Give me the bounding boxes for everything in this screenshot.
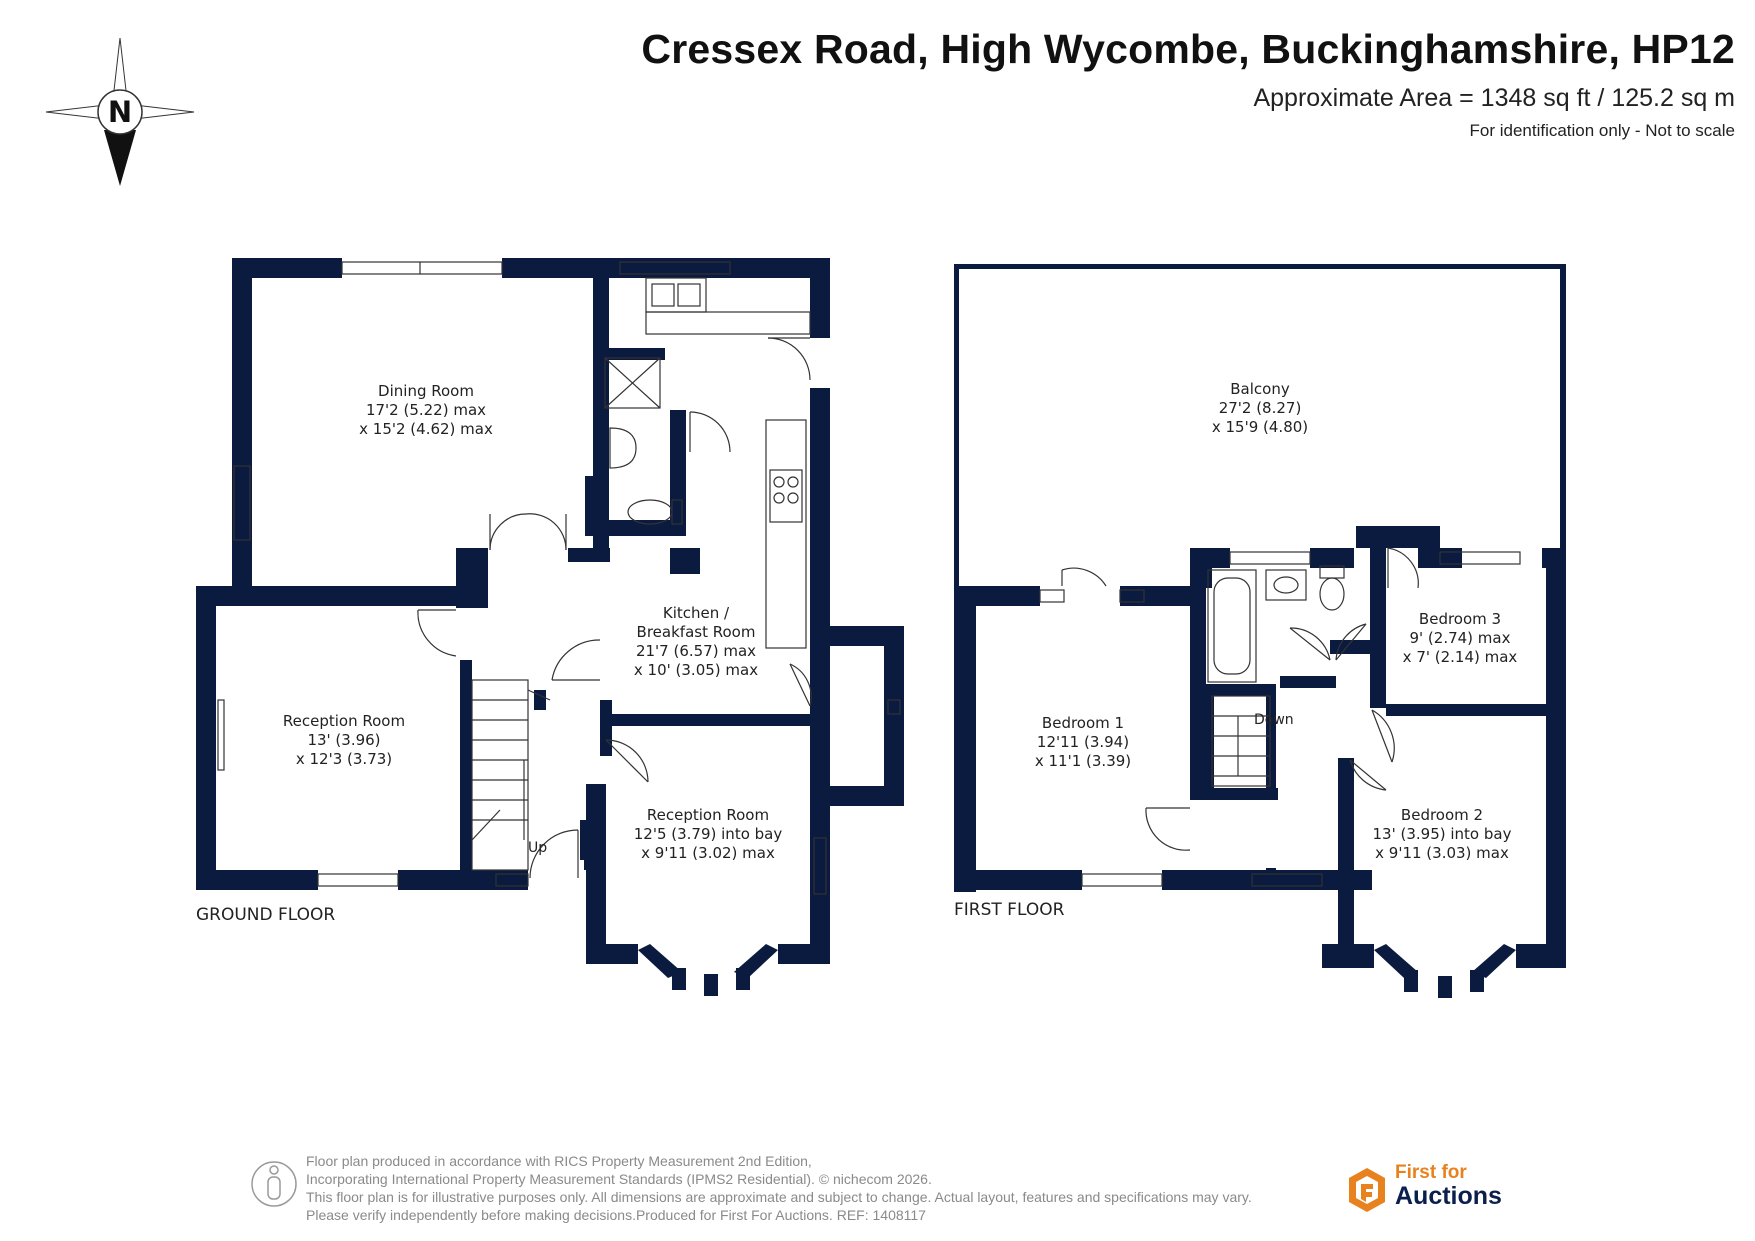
footer-line-4: Please verify independently before makin… (306, 1207, 926, 1223)
compass-icon: N (45, 37, 195, 186)
identification-note: For identification only - Not to scale (1469, 121, 1735, 140)
balcony-name: Balcony (1230, 380, 1290, 398)
area-summary: Approximate Area = 1348 sq ft / 125.2 sq… (1253, 84, 1735, 112)
first-floor-fixtures (1039, 547, 1521, 887)
bedroom-1-name: Bedroom 1 (1042, 714, 1124, 732)
logo-mark-icon (1349, 1168, 1385, 1212)
page-title: Cressex Road, High Wycombe, Buckinghamsh… (641, 26, 1735, 72)
reception-room-2-name: Reception Room (647, 806, 769, 824)
logo-text-line-1: First for (1395, 1162, 1467, 1183)
logo-text-line-2: Auctions (1395, 1182, 1502, 1210)
kitchen-name-line2: Breakfast Room (637, 623, 756, 641)
balcony-dim1: 27'2 (8.27) (1219, 399, 1302, 417)
kitchen-dim2: x 10' (3.05) max (634, 661, 758, 679)
bedroom-2-dim1: 13' (3.95) into bay (1373, 825, 1512, 843)
ground-floor-fixtures (217, 261, 901, 895)
first-floor-label: FIRST FLOOR (954, 900, 1065, 920)
kitchen-dim1: 21'7 (6.57) max (636, 642, 756, 660)
dining-room-dim2: x 15'2 (4.62) max (359, 420, 493, 438)
stairs-down-label: Down (1254, 712, 1294, 728)
bedroom-2-name: Bedroom 2 (1401, 806, 1483, 824)
reception-room-1-dim2: x 12'3 (3.73) (296, 750, 392, 768)
kitchen-name-line1: Kitchen / (663, 604, 730, 622)
ground-floor-label: GROUND FLOOR (196, 905, 335, 925)
reception-room-1-dim1: 13' (3.96) (307, 731, 380, 749)
footer-line-1: Floor plan produced in accordance with R… (306, 1153, 812, 1169)
reception-room-2-dim1: 12'5 (3.79) into bay (634, 825, 783, 843)
footer-line-3: This floor plan is for illustrative purp… (306, 1189, 1252, 1205)
compass-north-letter: N (108, 95, 132, 129)
bedroom-1-dim2: x 11'1 (3.39) (1035, 752, 1131, 770)
bedroom-3-dim1: 9' (2.74) max (1410, 629, 1511, 647)
footer-line-2: Incorporating International Property Mea… (306, 1171, 932, 1187)
bedroom-1-dim1: 12'11 (3.94) (1037, 733, 1129, 751)
person-icon (251, 1161, 297, 1207)
reception-room-1-name: Reception Room (283, 712, 405, 730)
dining-room-name: Dining Room (378, 382, 474, 400)
balcony-dim2: x 15'9 (4.80) (1212, 418, 1308, 436)
bedroom-3-name: Bedroom 3 (1419, 610, 1501, 628)
ground-floor-plan (196, 258, 904, 996)
bedroom-3-dim2: x 7' (2.14) max (1403, 648, 1518, 666)
stairs-up-label: Up (528, 840, 547, 856)
first-floor-plan (954, 264, 1566, 998)
bedroom-2-dim2: x 9'11 (3.03) max (1375, 844, 1509, 862)
dining-room-dim1: 17'2 (5.22) max (366, 401, 486, 419)
reception-room-2-dim2: x 9'11 (3.02) max (641, 844, 775, 862)
first-for-auctions-logo: First for Auctions (1345, 1160, 1515, 1220)
footer-disclaimer: Floor plan produced in accordance with R… (306, 1152, 1252, 1224)
